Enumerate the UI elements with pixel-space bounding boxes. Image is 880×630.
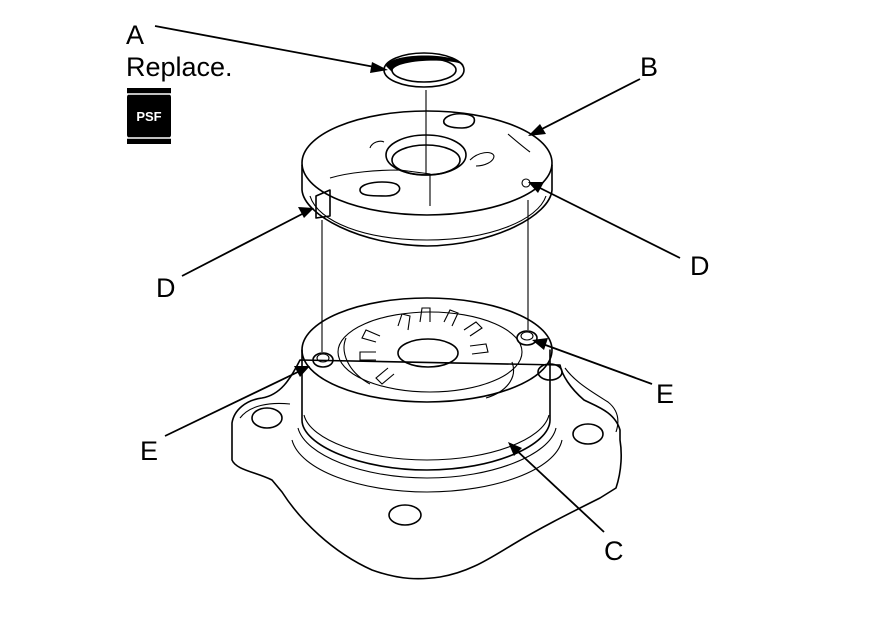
cover-bore: [391, 144, 461, 176]
cover-notch: [315, 189, 331, 219]
alignment-lines: [321, 90, 529, 352]
callout-leaders: [154, 25, 681, 533]
groove-c-lower: [297, 427, 557, 479]
label-c: C: [604, 536, 624, 566]
dowel-pin-right-top: [520, 331, 534, 341]
cover-slot-3: [469, 151, 495, 167]
crescent-slot-left: [343, 337, 371, 385]
rotor-hub: [397, 338, 459, 368]
label-d-right: D: [690, 251, 710, 281]
label-a: A: [126, 20, 144, 50]
rotor-vanes: [359, 307, 489, 385]
leader-e-left: [164, 369, 303, 437]
leader-c: [513, 447, 605, 533]
arrowhead-b: [528, 124, 546, 136]
leader-d-right: [535, 185, 681, 259]
arrowhead-e-left: [294, 366, 310, 377]
lower-body: [301, 349, 551, 471]
pump-face: [301, 297, 553, 403]
bolt-hole-left: [251, 407, 283, 429]
label-d-left: D: [156, 273, 176, 303]
cover-slot-4: [369, 140, 385, 149]
housing-flange: [231, 359, 622, 580]
cover-side: [301, 164, 553, 247]
groove-c-bottom: [291, 439, 563, 493]
bolt-hole-right: [572, 423, 604, 445]
crescent-slot-right: [485, 361, 514, 399]
arrowhead-e-right: [532, 338, 548, 350]
cover-rim-line: [309, 195, 547, 241]
arrowhead-d-right: [528, 182, 544, 193]
callout-labels: A Replace. B D D E E C: [126, 20, 710, 566]
leader-a: [154, 25, 381, 69]
cover-slot-1: [442, 112, 476, 129]
dowel-pin-right: [516, 330, 538, 346]
o-ring: [383, 52, 465, 88]
cover-step: [329, 169, 431, 206]
cover-ridge: [507, 133, 531, 153]
cover-top-face: [301, 110, 553, 216]
arrowhead-d-left: [298, 207, 314, 218]
groove-c-upper: [303, 414, 550, 461]
leader-b: [535, 78, 641, 133]
leader-d-left: [181, 211, 307, 277]
arrowhead-c: [508, 442, 522, 456]
dowel-pin-left: [312, 352, 334, 368]
label-e-left: E: [140, 436, 158, 466]
leader-e-right: [539, 342, 653, 385]
label-a-note: Replace.: [126, 52, 233, 82]
cover-dowel-hole: [521, 178, 531, 188]
arrowhead-a: [370, 62, 388, 73]
bolt-hole-front: [388, 504, 422, 526]
cover-slot-2: [359, 181, 401, 197]
psf-icon-label: PSF: [136, 109, 161, 124]
pump-housing-base: [231, 297, 622, 580]
o-ring-shading: [386, 55, 464, 72]
label-b: B: [640, 52, 658, 82]
dowel-pin-left-top: [316, 353, 330, 363]
label-e-right: E: [656, 379, 674, 409]
pump-cover: [301, 110, 553, 247]
flange-top-edge: [239, 367, 619, 433]
psf-fluid-icon: PSF: [127, 88, 171, 144]
